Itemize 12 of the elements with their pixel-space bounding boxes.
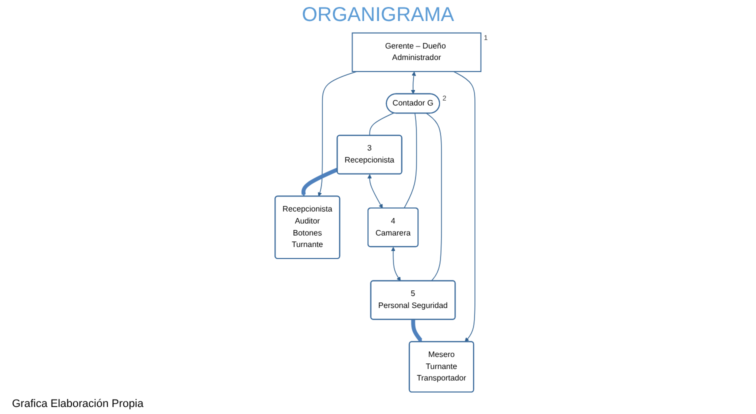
connector-line xyxy=(426,112,442,282)
diagram-title: ORGANIGRAMA xyxy=(302,4,454,27)
arrow xyxy=(318,71,358,197)
arrow xyxy=(367,174,383,208)
caption: Grafica Elaboración Propia xyxy=(12,398,144,410)
arrow xyxy=(391,246,401,282)
connector-line xyxy=(404,112,417,209)
connector-line xyxy=(369,112,394,136)
arrow xyxy=(410,72,416,94)
curved-arrow xyxy=(301,168,338,197)
arrow xyxy=(453,71,476,342)
curved-arrow xyxy=(411,319,422,342)
